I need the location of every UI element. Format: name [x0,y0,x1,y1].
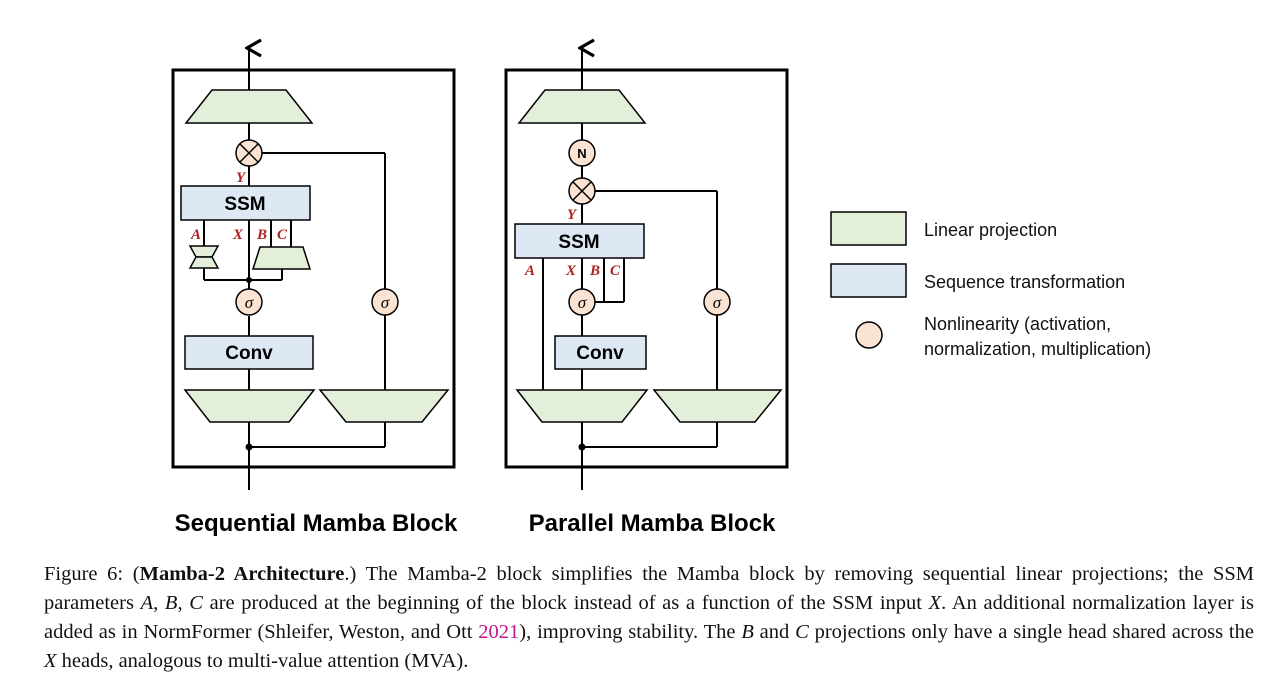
legend-label-nonlinearity-line2: normalization, multiplication) [924,339,1151,359]
svg-text:σ: σ [381,293,390,312]
sequential-junction-dot-2 [246,277,252,283]
sequential-var-a: A [190,227,201,243]
sequential-bc-projection [251,246,312,270]
parallel-var-b: B [589,263,600,279]
citation-link[interactable]: 2021 [478,621,520,643]
parallel-var-y: Y [567,207,578,223]
parallel-sigma-node-gate: σ [703,288,731,316]
sequential-sigma-node-main: σ [235,288,263,316]
parallel-ssm-box [514,223,645,259]
legend-swatch-sequence-transformation [830,263,907,298]
sequential-a-projection [188,245,220,269]
sequential-block-frame [171,68,456,469]
parallel-conv-box [554,335,647,370]
legend-swatch-linear-projection [830,211,907,246]
parallel-block-title: Parallel Mamba Block [529,510,776,537]
parallel-var-c: C [610,263,621,279]
sequential-ssm-label: SSM [224,194,265,215]
parallel-multiply-node [568,177,596,205]
legend-swatch-nonlinearity [855,321,883,349]
mamba-architecture-diagram: Y SSM A X B C σ σ Conv Sequential M [171,0,1151,537]
sequential-input-projection-main [183,389,316,423]
parallel-mamba-block: N Y SSM A X B C σ σ Conv Parallel Mamba … [504,48,789,537]
sequential-junction-dot [245,443,253,451]
caption-text: , [177,592,190,614]
parallel-input-projection-main [515,389,649,423]
sequential-var-c: C [277,227,288,243]
legend: Linear projection Sequence transformatio… [830,211,1151,359]
caption-text: .) The Mamba-2 block simplifies the Mamb… [44,563,1254,614]
sequential-conv-label: Conv [225,343,273,364]
parallel-conv-label: Conv [576,343,624,364]
sequential-block-title: Sequential Mamba Block [175,510,458,537]
svg-text:N: N [577,146,586,161]
parallel-junction-dot [578,443,586,451]
svg-text:σ: σ [713,293,722,312]
parallel-block-frame [504,68,789,469]
sequential-var-y: Y [236,170,247,186]
caption-var: A [140,592,154,614]
legend-label-nonlinearity-line1: Nonlinearity (activation, [924,314,1111,334]
svg-text:σ: σ [578,293,587,312]
legend-label-sequence-transformation: Sequence transformation [924,272,1125,292]
sequential-conv-box [184,335,314,370]
caption-text: and [753,621,796,643]
caption-figure-label: Figure 6: [44,563,124,585]
figure-caption: Figure 6: (Mamba-2 Architecture.) The Ma… [44,560,1254,676]
caption-text: , [153,592,165,614]
sequential-wires [203,48,386,490]
caption-var: B [164,592,178,614]
sequential-ssm-box [180,185,311,221]
parallel-wires [542,48,718,490]
parallel-sigma-node-main: σ [568,288,596,316]
sequential-multiply-node [235,139,263,167]
parallel-output-projection [517,89,647,124]
sequential-var-b: B [256,227,267,243]
caption-var: X [928,592,942,614]
sequential-sigma-node-gate: σ [371,288,399,316]
sequential-input-projection-gate [318,389,450,423]
caption-text: projections only have a single head shar… [808,621,1254,643]
caption-text: are produced at the beginning of the blo… [202,592,929,614]
caption-text: heads, analogous to multi-value attentio… [56,650,469,672]
sequential-output-projection [184,89,314,124]
legend-label-linear-projection: Linear projection [924,220,1057,240]
sequential-mamba-block: Y SSM A X B C σ σ Conv Sequential M [171,48,458,537]
svg-text:σ: σ [245,293,254,312]
parallel-ssm-label: SSM [558,232,599,253]
parallel-input-projection-gate [652,389,783,423]
caption-text: ( [132,563,140,585]
caption-text: ), improving stability. The [519,621,742,643]
caption-var: X [44,650,57,672]
caption-text: . An additional normalization layer is a… [44,592,1255,643]
caption-bold-title: Mamba-2 Architecture [139,563,345,585]
caption-var: C [795,621,809,643]
sequential-var-x: X [232,227,244,243]
caption-var: C [189,592,203,614]
parallel-var-a: A [524,263,535,279]
parallel-norm-node: N [568,139,596,167]
parallel-var-x: X [565,263,577,279]
caption-var: B [741,621,754,643]
